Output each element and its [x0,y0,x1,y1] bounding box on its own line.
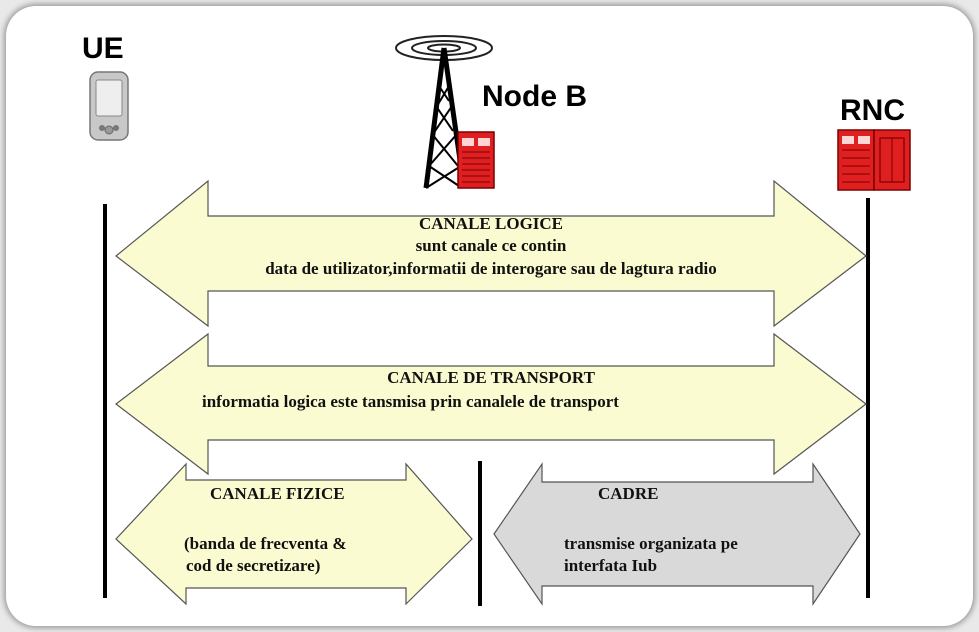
physical-channels-title: CANALE FIZICE [210,484,345,503]
logical-channels-arrow [115,179,867,328]
frames-arrow [493,462,861,606]
logical-channels-title: CANALE LOGICE [418,214,564,233]
rnc-equipment-icon [837,129,911,191]
ue-label: UE [82,32,124,65]
transport-channels-title: CANALE DE TRANSPORT [387,368,595,387]
phone-icon [89,71,129,141]
transport-channels-line1: informatia logica este tansmisa prin can… [202,392,619,411]
frames-line2: interfata Iub [564,556,658,575]
physical-channels-line2: cod de secretizare) [186,556,321,575]
physical-channels-arrow [115,462,473,606]
antenna-tower-icon [395,35,493,189]
nodeb-cabinet-icon [457,131,495,189]
rnc-label: RNC [840,94,905,127]
physical-channels-line1: (banda de frecventa & [184,534,347,553]
node-b-label: Node B [482,80,587,113]
logical-channels-line1: sunt canale ce contin [415,236,567,255]
frames-line1: transmise organizata pe [564,534,738,553]
logical-channels-line2: data de utilizator,informatii de interog… [265,259,717,278]
transport-channels-arrow [115,332,867,476]
diagram-canvas [89,35,911,606]
frames-title: CADRE [598,484,659,503]
diagram-frame: UE Node B RNC CANALE LOGICE sunt canale … [6,6,973,626]
